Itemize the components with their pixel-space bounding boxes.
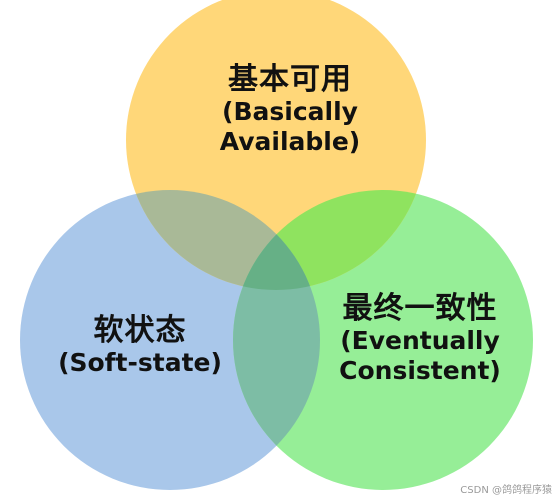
label-soft-state: 软状态 (Soft-state) — [30, 313, 250, 378]
label-ba-zh: 基本可用 — [228, 62, 352, 97]
label-ec-zh: 最终一致性 — [342, 291, 498, 326]
label-eventually-consistent: 最终一致性 (Eventually Consistent) — [300, 291, 540, 385]
label-ec-en-2: Consistent) — [339, 355, 501, 385]
label-ec-en-1: (Eventually — [340, 326, 500, 356]
watermark: CSDN @鸽鸽程序猿 — [460, 485, 552, 496]
overlap-ba-ec — [233, 190, 426, 290]
label-basically-available: 基本可用 (Basically Available) — [150, 62, 430, 156]
label-ss-zh: 软状态 — [93, 313, 187, 348]
label-ba-en-1: (Basically — [222, 97, 358, 127]
label-ss-en-1: (Soft-state) — [58, 348, 222, 378]
overlap-ba-ss — [126, 190, 320, 290]
label-ba-en-2: Available) — [219, 126, 361, 156]
